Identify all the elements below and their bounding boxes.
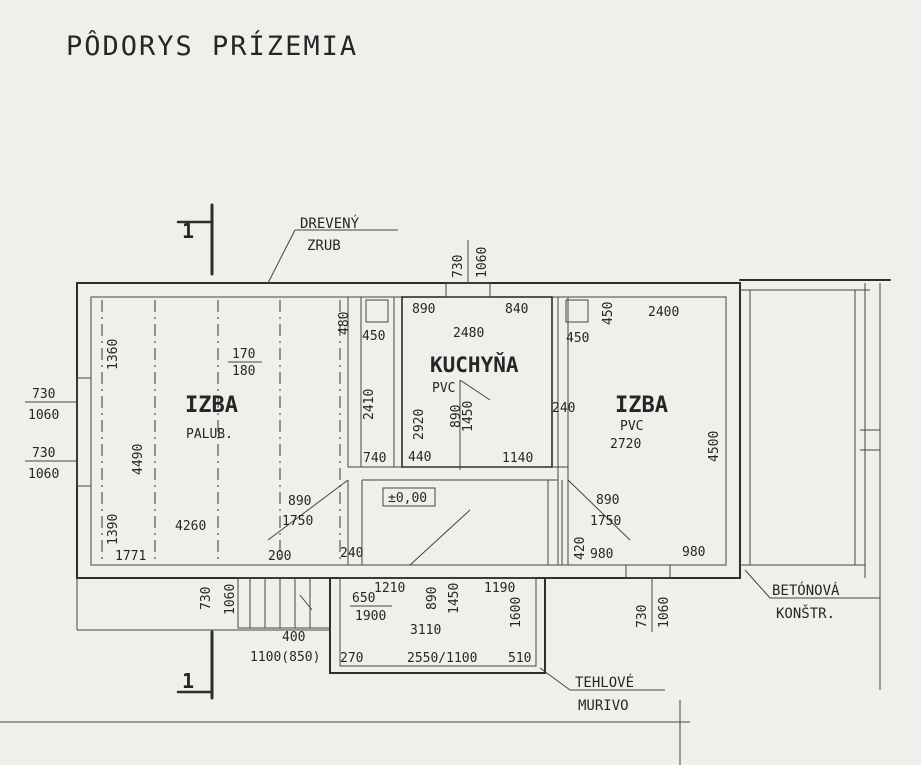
- dim: 730: [199, 587, 214, 610]
- room-right-floor: PVC: [620, 419, 643, 434]
- dim: 730: [451, 255, 466, 278]
- dim: 420: [573, 537, 588, 560]
- dim: 1360: [106, 339, 121, 370]
- dim: 450: [566, 331, 589, 346]
- plan-title: PÔDORYS PRÍZEMIA: [66, 30, 358, 62]
- leader-lines: [0, 229, 880, 765]
- dim: 200: [268, 549, 291, 564]
- dim: 4260: [175, 519, 206, 534]
- dim: 180: [232, 364, 255, 379]
- room-kitchen-floor: PVC: [432, 381, 455, 396]
- note-concrete-1: BETÓNOVÁ: [772, 581, 840, 599]
- dim: 170: [232, 347, 255, 362]
- section-mark-top-label: 1: [182, 219, 194, 243]
- dim: 890: [449, 405, 464, 428]
- room-left-name: IZBA: [185, 393, 238, 418]
- dim: 2480: [453, 326, 484, 341]
- dim: 1060: [475, 247, 490, 278]
- dim: 2550/1100: [407, 651, 477, 666]
- dim: 4490: [131, 444, 146, 475]
- dim: 450: [362, 329, 385, 344]
- dim: 1060: [28, 408, 59, 423]
- dim: 980: [682, 545, 705, 560]
- section-mark-bottom: 1: [176, 630, 214, 700]
- dim: 1771: [115, 549, 146, 564]
- dim: 2410: [362, 389, 377, 420]
- room-kitchen-name: KUCHYŇA: [430, 352, 519, 377]
- section-mark-bottom-label: 1: [182, 669, 194, 693]
- dim: 1100(850): [250, 650, 320, 665]
- dim: 1600: [509, 597, 524, 628]
- dim: 650: [352, 591, 375, 606]
- section-mark-top: 1: [176, 203, 214, 276]
- note-wooden-log-1: DREVENÝ: [300, 215, 360, 232]
- dim: 450: [601, 302, 616, 325]
- note-brick-2: MURIVO: [578, 698, 629, 714]
- windows: [76, 282, 671, 579]
- dim: 240: [340, 546, 363, 561]
- dim: 3110: [410, 623, 441, 638]
- dim: 1140: [502, 451, 533, 466]
- dim: 890: [412, 302, 435, 317]
- dim: 1060: [28, 467, 59, 482]
- stairs: [237, 577, 331, 629]
- dim: 480: [337, 312, 352, 335]
- dim: 730: [32, 387, 55, 402]
- door-swings: [267, 379, 631, 566]
- note-brick-1: TEHLOVÉ: [575, 674, 634, 691]
- dim: 2400: [648, 305, 679, 320]
- dim: 1390: [106, 514, 121, 545]
- dim: 240: [552, 401, 575, 416]
- note-concrete-2: KONŠTR.: [776, 604, 835, 622]
- note-wooden-log-2: ZRUB: [307, 238, 341, 254]
- dim: 890: [288, 494, 311, 509]
- dim: 1060: [657, 597, 672, 628]
- dim: 440: [408, 450, 431, 465]
- dim: 890: [596, 493, 619, 508]
- dim: 1210: [374, 581, 405, 596]
- dim: 980: [590, 547, 613, 562]
- dim: 1450: [447, 583, 462, 614]
- dim: 270: [340, 651, 363, 666]
- interior-walls: [347, 296, 589, 566]
- dimensions-vertical: 730 1060 1360 4490 1390 480 2410 2920 89…: [106, 240, 722, 632]
- dim: 730: [635, 605, 650, 628]
- floor-level-mark: ±0,00: [388, 491, 427, 506]
- dim: 1190: [484, 581, 515, 596]
- dim: 4500: [707, 431, 722, 462]
- outer-walls: [76, 279, 891, 690]
- dim: 400: [282, 630, 305, 645]
- dim: 2920: [412, 409, 427, 440]
- dim: 840: [505, 302, 528, 317]
- log-wall-lines: [101, 300, 341, 560]
- room-left-floor: PALUB.: [186, 427, 233, 442]
- dim: 2720: [610, 437, 641, 452]
- dim: 1900: [355, 609, 386, 624]
- dim: 1060: [223, 584, 238, 615]
- dim: 1750: [282, 514, 313, 529]
- dim: 510: [508, 651, 531, 666]
- dim: 1450: [461, 401, 476, 432]
- room-right-name: IZBA: [615, 393, 668, 418]
- dimensions: 170 180 450 740 890 840 2480 440 1140 45…: [25, 302, 705, 666]
- dim: 730: [32, 446, 55, 461]
- dim: 740: [363, 451, 386, 466]
- dim: 1750: [590, 514, 621, 529]
- dim: 890: [425, 587, 440, 610]
- vestibule-brick: [76, 577, 546, 674]
